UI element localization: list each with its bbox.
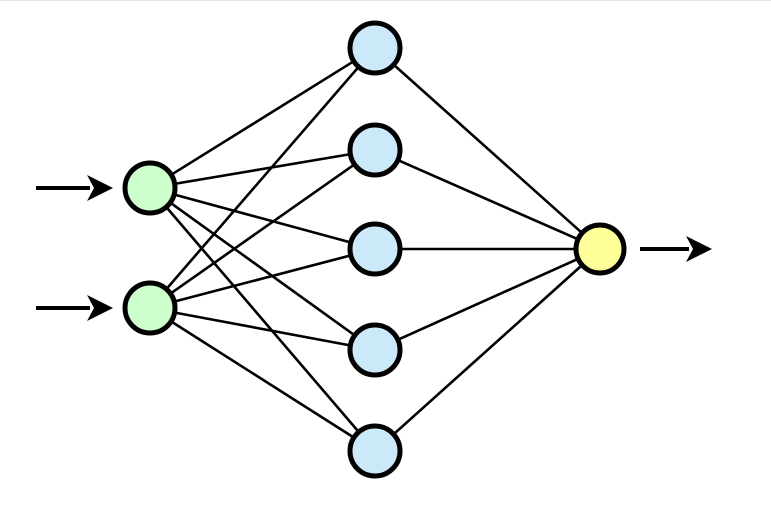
node-input-1[interactable] xyxy=(122,160,178,216)
node-output-1[interactable] xyxy=(573,222,627,276)
input-arrow-bottom xyxy=(36,295,113,321)
input-arrow-bottom-head-icon xyxy=(87,295,113,321)
node-hidden-5[interactable] xyxy=(347,423,403,479)
edge-input-1-to-hidden-1 xyxy=(169,59,356,177)
edge-input-2-to-hidden-3 xyxy=(172,253,353,304)
layer-hidden xyxy=(347,20,403,479)
edge-hidden-2-to-output-1 xyxy=(396,158,580,241)
output-arrow xyxy=(640,236,712,262)
input-arrow-top-head-icon xyxy=(87,175,113,201)
edge-input-1-to-hidden-2 xyxy=(173,152,352,186)
edge-input-2-to-hidden-5 xyxy=(169,319,356,440)
edge-hidden-1-to-output-1 xyxy=(392,63,584,235)
node-hidden-2[interactable] xyxy=(347,122,403,178)
node-hidden-1[interactable] xyxy=(347,20,403,76)
edge-input-2-to-hidden-2 xyxy=(168,162,357,296)
layer-output xyxy=(573,222,627,276)
node-hidden-3[interactable] xyxy=(347,221,403,277)
edge-input-1-to-hidden-5 xyxy=(164,205,361,434)
input-arrow-top xyxy=(36,175,113,201)
edges-group xyxy=(164,59,584,440)
edge-hidden-4-to-output-1 xyxy=(396,257,580,342)
output-arrow-head-icon xyxy=(686,236,712,262)
edge-input-2-to-hidden-4 xyxy=(173,311,352,347)
arrows-group xyxy=(36,175,712,321)
edge-hidden-5-to-output-1 xyxy=(391,263,584,436)
edge-input-1-to-hidden-3 xyxy=(172,193,353,244)
layer-input xyxy=(122,160,178,336)
top-divider xyxy=(0,0,771,1)
node-hidden-4[interactable] xyxy=(347,322,403,378)
edge-input-1-to-hidden-4 xyxy=(168,200,357,338)
node-input-2[interactable] xyxy=(122,280,178,336)
edge-input-2-to-hidden-1 xyxy=(164,65,361,291)
nodes-group xyxy=(122,20,627,479)
